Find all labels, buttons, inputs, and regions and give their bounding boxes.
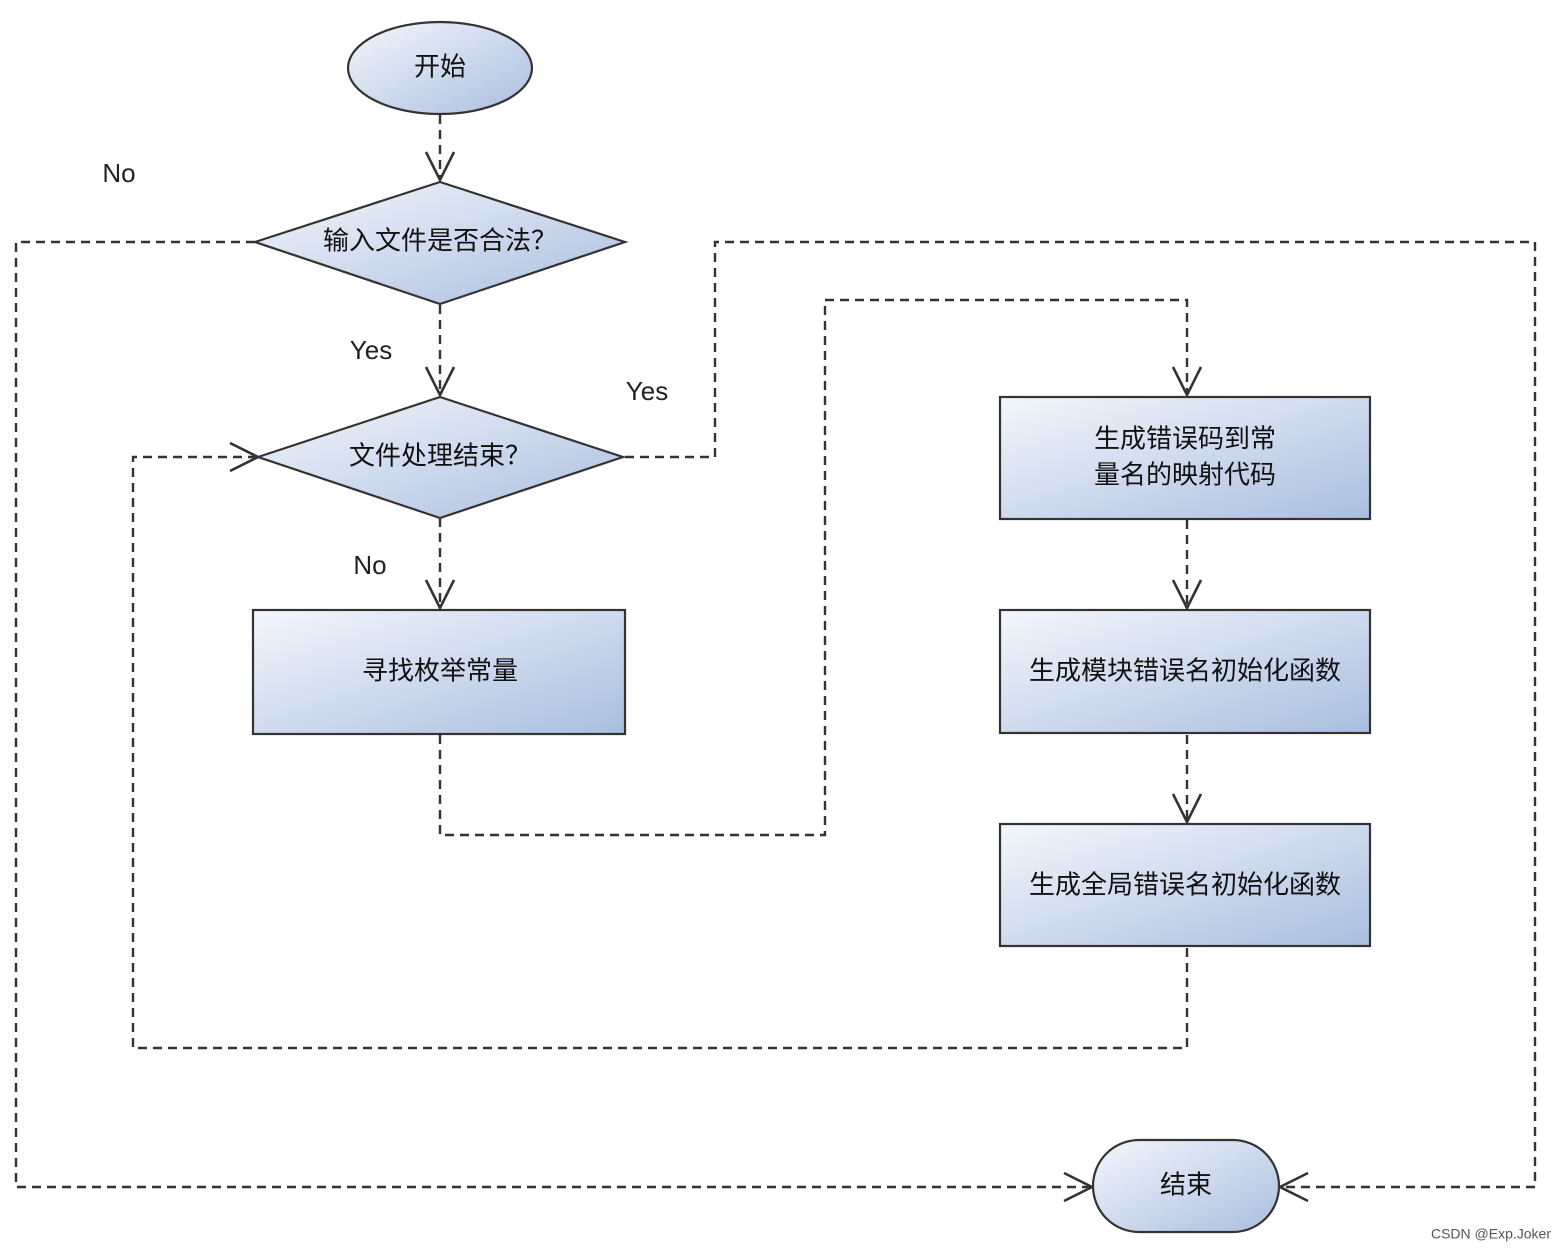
watermark: CSDN @Exp.Joker [1431,1226,1551,1242]
input-check-label: 输入文件是否合法？ [323,227,557,257]
input-yes-label: Yes [350,335,392,365]
input-no-label: No [102,158,135,188]
edge-done-check-yes [625,240,1537,1189]
arrowhead-gen-map [1171,366,1203,398]
gen-global-init-label: 生成全局错误名初始化函数 [1029,871,1341,901]
gen-map-process [998,395,1372,521]
find-enum-process [251,608,627,736]
arrowhead-module-init [1171,579,1203,611]
done-no-label: No [353,550,386,580]
arrowhead-find-enum [424,579,456,611]
end-label: 结束 [1160,1171,1212,1201]
edge-input-check-no [14,240,1092,1189]
done-yes-label: Yes [626,376,668,406]
arrowhead-global-init [1171,793,1203,825]
gen-map-label-line1: 生成错误码到常 [1094,425,1276,455]
edge-global-init-loop-back [131,455,1189,1050]
arrowhead-input-check [424,151,456,183]
gen-module-init-process [998,608,1372,735]
gen-global-init-process [998,822,1372,948]
gen-module-init-label: 生成模块错误名初始化函数 [1029,657,1341,687]
input-check-decision [251,180,629,306]
done-check-label: 文件处理结束？ [349,442,531,472]
start-label: 开始 [414,53,466,83]
start-node [346,20,534,116]
find-enum-label: 寻找枚举常量 [362,657,518,687]
end-node [1091,1138,1281,1234]
edge-find-enum-to-gen-map [438,298,1189,837]
arrowhead-done-check [424,366,456,398]
gen-map-label-line2: 量名的映射代码 [1094,461,1276,491]
done-check-decision [254,395,627,520]
